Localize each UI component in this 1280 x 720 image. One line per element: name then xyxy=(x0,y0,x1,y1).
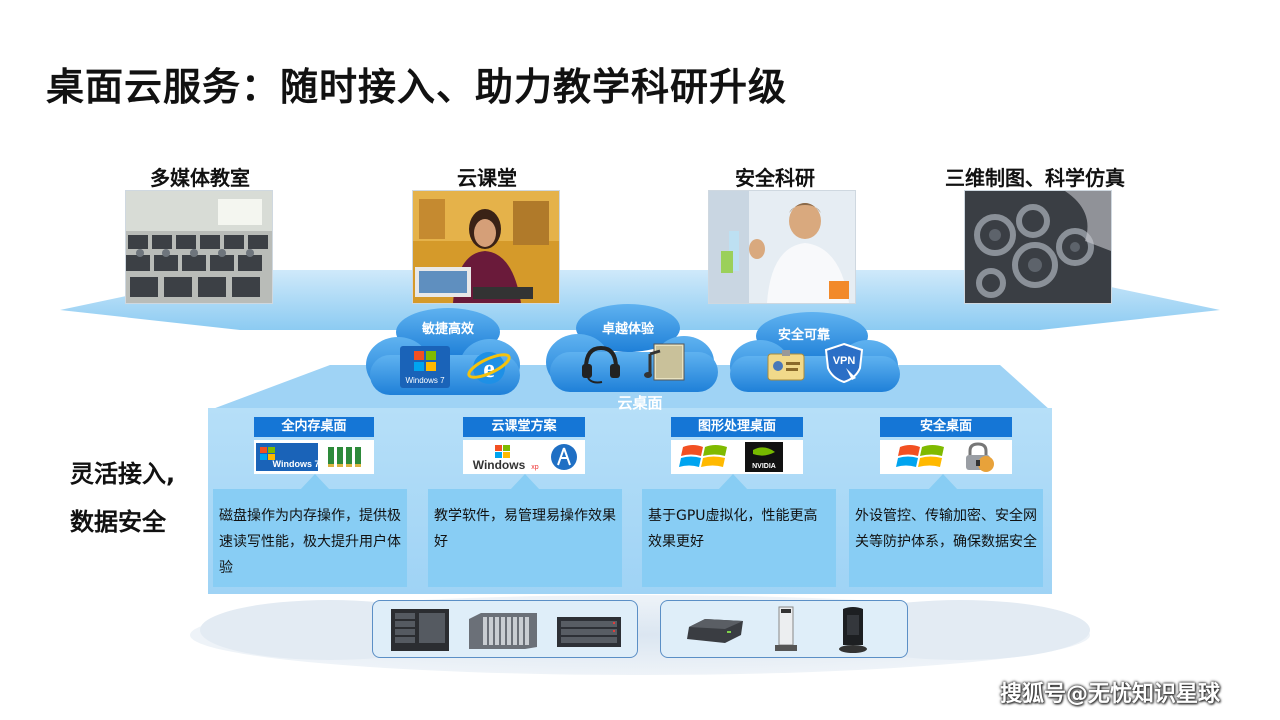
windows-xp-logo-icon: Windows xp xyxy=(473,445,539,471)
thin-client-tower-icon xyxy=(775,606,797,651)
cloud-label-experience: 卓越体验 xyxy=(601,322,654,337)
internet-explorer-icon: e xyxy=(467,352,511,384)
headset-icon xyxy=(582,345,620,384)
svg-text:xp: xp xyxy=(531,464,539,471)
scenario-label-multimedia: 多媒体教室 xyxy=(150,166,250,190)
scenario-label-secure-research: 安全科研 xyxy=(735,166,815,190)
memory-module-icon xyxy=(328,447,361,467)
tower-server-icon xyxy=(391,609,449,651)
windows-7-logo-icon: Windows 7 xyxy=(400,346,450,388)
solution-icons-in-memory: Windows 7 xyxy=(254,440,374,474)
solution-icons-graphics: NVIDIA xyxy=(671,440,803,474)
thin-client-tower-icon xyxy=(839,607,867,653)
id-badge-icon xyxy=(767,350,805,381)
svg-text:Windows 7: Windows 7 xyxy=(273,459,318,469)
solution-header-in-memory: 全内存桌面 xyxy=(254,417,374,437)
security-lock-icon xyxy=(966,442,994,472)
terminal-hardware-group xyxy=(660,600,908,658)
flexible-access-line-1: 灵活接入, xyxy=(70,460,176,488)
solution-icons-secure xyxy=(880,440,1012,474)
solution-desc-cloud-class: 教学软件，易管理易操作效果好 xyxy=(428,489,622,587)
upper-platform xyxy=(60,270,1220,330)
computer-classroom-photo xyxy=(125,190,273,304)
windows-flag-icon xyxy=(679,445,727,467)
page-title: 桌面云服务：随时接入、助力教学科研升级 xyxy=(46,65,788,109)
solution-icons-cloud-class: Windows xp xyxy=(463,440,585,474)
flexible-access-label: 灵活接入, 数据安全 xyxy=(70,450,175,546)
cloud-desktop-label: 云桌面 xyxy=(617,394,663,412)
pointer-triangle xyxy=(510,474,540,490)
scenario-label-cloud-class: 云课堂 xyxy=(457,166,517,190)
vpn-shield-icon: VPN xyxy=(824,342,864,384)
pointer-triangle xyxy=(928,474,958,490)
solution-desc-in-memory: 磁盘操作为内存操作，提供极速读写性能，极大提升用户体验 xyxy=(213,489,407,587)
svg-text:VPN: VPN xyxy=(833,355,856,367)
rack-storage-icon xyxy=(557,617,621,647)
lab-scientist-photo xyxy=(708,190,856,304)
windows-7-logo-icon: Windows 7 xyxy=(256,443,318,471)
nvidia-logo-icon: NVIDIA xyxy=(745,442,783,472)
solution-desc-graphics: 基于GPU虚拟化，性能更高效果更好 xyxy=(642,489,836,587)
windows-flag-icon xyxy=(896,445,944,467)
svg-text:Windows 7: Windows 7 xyxy=(405,376,445,385)
linux-logo-icon xyxy=(551,444,577,470)
watermark-text: 搜狐号@无忧知识星球 xyxy=(1000,682,1221,707)
solution-desc-secure: 外设管控、传输加密、安全网关等防护体系，确保数据安全 xyxy=(849,489,1043,587)
blade-server-icon xyxy=(469,613,537,649)
solution-header-secure: 安全桌面 xyxy=(880,417,1012,437)
cloud-label-secure: 安全可靠 xyxy=(777,328,830,343)
pointer-triangle xyxy=(718,474,748,490)
flexible-access-line-2: 数据安全 xyxy=(70,508,166,536)
cloud-label-agile: 敏捷高效 xyxy=(421,322,474,337)
solution-header-graphics: 图形处理桌面 xyxy=(671,417,803,437)
woman-at-laptop-photo xyxy=(412,190,560,304)
gears-illustration-photo xyxy=(964,190,1112,304)
server-hardware-group xyxy=(372,600,638,658)
pointer-triangle xyxy=(300,474,330,490)
scenario-label-3d-simulation: 三维制图、科学仿真 xyxy=(945,166,1125,190)
svg-text:NVIDIA: NVIDIA xyxy=(752,463,776,470)
svg-text:Windows: Windows xyxy=(473,458,526,471)
thin-client-box-icon xyxy=(687,619,743,643)
svg-text:e: e xyxy=(483,354,495,383)
solution-header-cloud-class: 云课堂方案 xyxy=(463,417,585,437)
music-video-icon xyxy=(644,343,685,381)
